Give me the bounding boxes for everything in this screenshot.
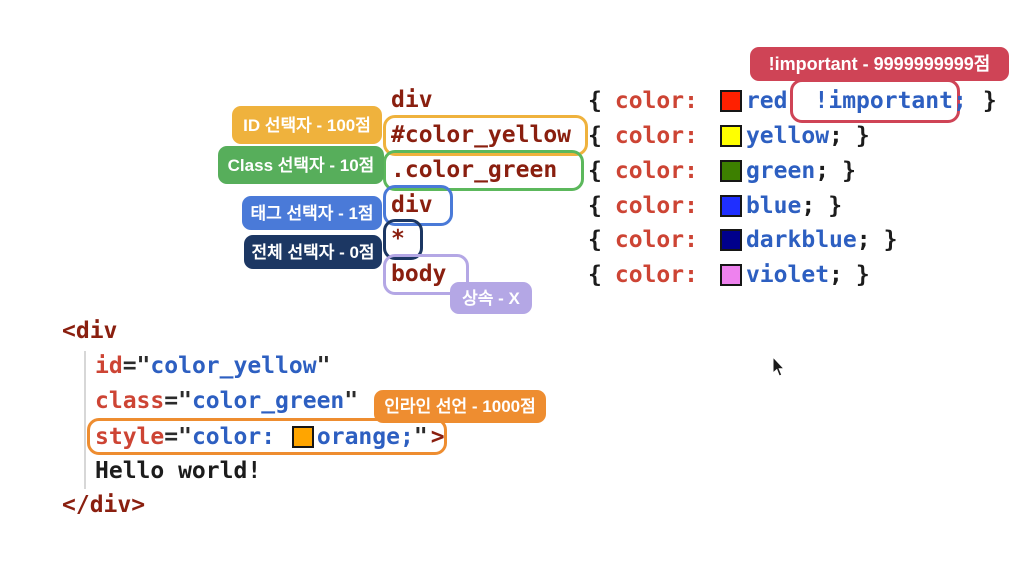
close-bracket: >: [430, 424, 445, 450]
css-selector: div: [391, 192, 433, 218]
badge-class-selector-score: Class 선택자 - 10점: [218, 146, 384, 184]
css-declaration: { color: darkblue;}: [588, 226, 897, 254]
color-swatch-red: [719, 90, 742, 112]
brace-open: {: [588, 158, 602, 184]
css-rule-row: div { color: red !important;}: [383, 84, 1023, 119]
badge-id-selector-score: ID 선택자 - 100점: [232, 106, 382, 144]
property-name: color:: [614, 262, 698, 288]
css-rule-row: body { color: violet;}: [383, 254, 1023, 295]
property-name: color:: [614, 158, 698, 184]
selector-universal-box: *: [383, 219, 423, 260]
color-swatch-darkblue: [719, 229, 742, 251]
css-selector: div: [391, 87, 433, 113]
property-value: violet: [745, 262, 830, 288]
selector-div-important: div: [383, 80, 436, 121]
css-declaration: { color: red !important;}: [588, 87, 997, 115]
semicolon: ;: [829, 123, 843, 149]
selector-body-box: body: [383, 254, 469, 295]
important-keyword: !important;: [814, 88, 967, 114]
color-swatch-orange: [291, 426, 314, 448]
css-selector: #color_yellow: [391, 122, 572, 148]
brace-close: }: [828, 193, 843, 219]
brace-open: {: [588, 262, 602, 288]
open-tag: <div: [62, 318, 118, 344]
color-swatch-yellow: [719, 125, 742, 147]
badge-inline-declaration-score: 인라인 선언 - 1000점: [374, 390, 546, 423]
badge-universal-selector-score: 전체 선택자 - 0점: [244, 235, 382, 269]
brace-close: }: [883, 227, 898, 253]
html-text-line: Hello world!: [95, 457, 261, 485]
brace-open: {: [588, 227, 602, 253]
css-declaration: { color: violet;}: [588, 261, 870, 289]
brace-close: }: [855, 123, 870, 149]
brace-open: {: [588, 193, 602, 219]
css-declaration: { color: blue;}: [588, 192, 842, 220]
badge-inheritance: 상속 - X: [450, 282, 532, 314]
html-class-attr-line: class="color_green": [95, 387, 358, 415]
inline-property: color:: [191, 424, 289, 450]
property-name: color:: [614, 88, 698, 114]
color-swatch-blue: [719, 195, 742, 217]
property-value: yellow: [745, 123, 830, 149]
css-rule-row: #color_yellow { color: yellow;}: [383, 115, 1023, 156]
quote: ": [413, 424, 428, 450]
attr-name: class: [95, 388, 165, 414]
property-name: color:: [614, 123, 698, 149]
html-open-tag-line: <div: [62, 317, 117, 345]
brace-close: }: [842, 158, 856, 184]
color-swatch-green: [719, 160, 742, 182]
html-close-tag-line: </div>: [62, 491, 145, 519]
assign-quote: =": [164, 388, 192, 414]
brace-close: }: [982, 88, 997, 114]
css-declaration: { color: green;}: [588, 157, 856, 185]
property-value: blue: [745, 193, 802, 219]
attr-value: color_green: [191, 388, 345, 414]
property-name: color:: [614, 193, 698, 219]
color-swatch-violet: [719, 264, 742, 286]
semicolon: ;: [829, 262, 843, 288]
brace-open: {: [588, 88, 602, 114]
css-selector: *: [391, 226, 405, 252]
mouse-pointer-icon: [772, 355, 787, 382]
semicolon: ;: [815, 158, 830, 184]
css-selector: .color_green: [391, 157, 558, 183]
property-value: red: [745, 88, 788, 114]
selector-class-box: .color_green: [383, 150, 584, 191]
inline-style-highlight-box: [87, 418, 447, 455]
css-declaration: { color: yellow;}: [588, 122, 870, 150]
badge-important-score: !important - 9999999999점: [750, 47, 1009, 81]
inline-value: orange;: [316, 424, 414, 450]
property-value: green: [745, 158, 816, 184]
quote: ": [316, 353, 331, 379]
assign-quote: =": [164, 424, 192, 450]
selector-id-box: #color_yellow: [383, 115, 588, 156]
badge-tag-selector-score: 태그 선택자 - 1점: [242, 196, 382, 230]
property-name: color:: [614, 227, 698, 253]
css-rule-row: .color_green { color: green;}: [383, 150, 1023, 191]
brace-open: {: [588, 123, 602, 149]
css-rule-row: div { color: blue;}: [383, 185, 1023, 226]
semicolon: ;: [856, 227, 871, 253]
css-selector: body: [391, 261, 447, 287]
html-id-attr-line: id="color_yellow": [95, 352, 330, 380]
indent-guide-line: [84, 351, 86, 489]
quote: ": [344, 388, 359, 414]
attr-name: style: [95, 424, 165, 450]
html-style-attr-line: style="color: orange;">: [95, 423, 445, 451]
brace-close: }: [855, 262, 870, 288]
css-rule-row: * { color: darkblue;}: [383, 219, 1023, 260]
semicolon: ;: [801, 193, 816, 219]
property-value: darkblue: [745, 227, 857, 253]
inner-text: Hello world!: [95, 458, 262, 484]
assign-quote: =": [122, 353, 151, 379]
attr-name: id: [95, 353, 123, 379]
attr-value: color_yellow: [150, 353, 317, 379]
close-tag: </div>: [62, 492, 146, 518]
